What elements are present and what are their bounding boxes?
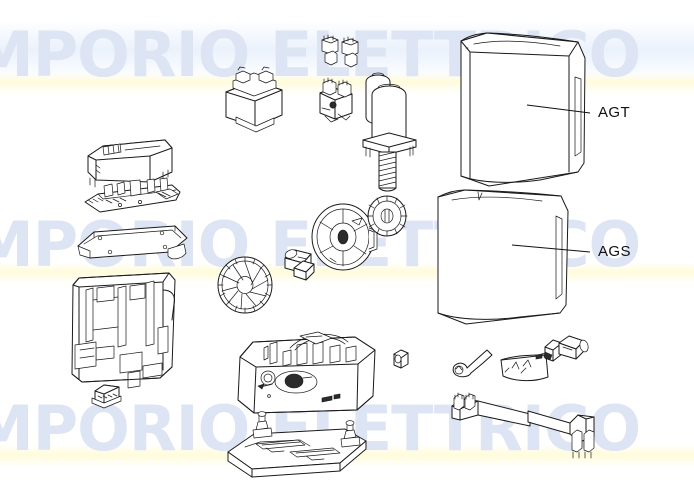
part-bracket-right	[527, 410, 595, 459]
part-board-cover	[87, 139, 173, 188]
callout-leaders	[511, 104, 591, 253]
part-transformer	[225, 66, 283, 133]
part-lock-cylinder	[535, 335, 589, 362]
part-pcb	[84, 177, 181, 213]
part-pinion-gear	[366, 195, 408, 237]
part-lock-plate	[500, 354, 549, 382]
part-motor	[362, 83, 417, 192]
part-board-plate	[77, 225, 188, 260]
part-small-cap	[393, 349, 409, 369]
callout-label-agt: AGT	[598, 104, 631, 121]
callout-label-ags: AGS	[598, 243, 631, 260]
part-connector-pair	[321, 34, 359, 68]
part-cover-agt	[460, 32, 586, 187]
part-limit-switch	[319, 77, 353, 123]
part-cover-ags	[437, 189, 569, 325]
part-release-key	[452, 349, 493, 378]
part-output-pulley	[311, 203, 378, 271]
part-bushing	[284, 249, 315, 281]
part-base-plate	[227, 411, 367, 478]
part-helical-gear	[217, 256, 273, 314]
part-bracket-left	[451, 392, 531, 427]
part-chassis	[71, 272, 176, 389]
part-gearbox	[237, 331, 376, 414]
part-clip	[91, 384, 122, 409]
